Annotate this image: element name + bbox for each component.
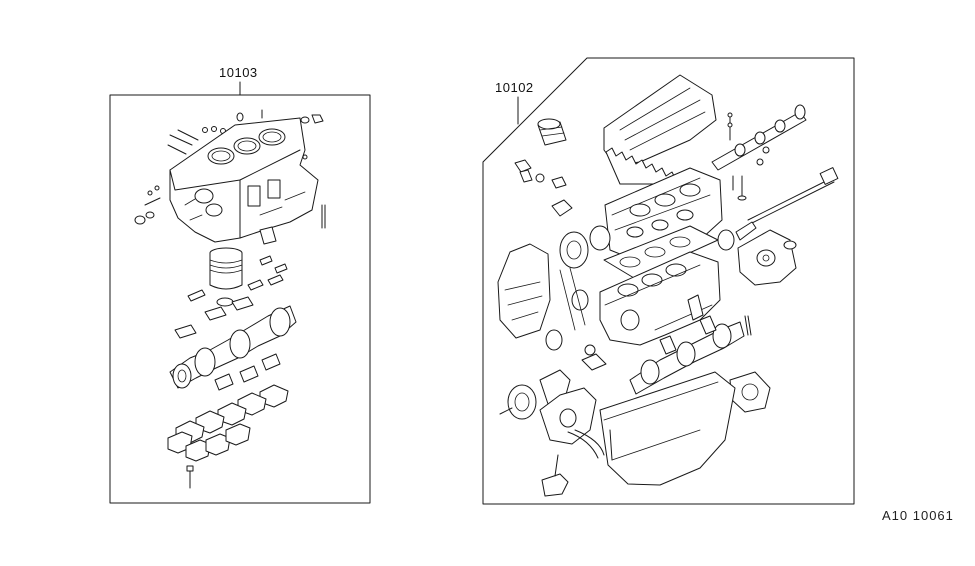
oil-filter bbox=[537, 118, 567, 146]
piston-assembly bbox=[187, 226, 288, 307]
rear-seal-retainer bbox=[729, 315, 771, 413]
main-bearing-caps bbox=[167, 384, 289, 489]
engine-assembly[interactable] bbox=[482, 57, 855, 505]
crankshaft bbox=[169, 296, 297, 391]
rocker-cover bbox=[603, 74, 717, 185]
part-number-10103[interactable]: 10103 bbox=[219, 65, 258, 80]
part-number-10102[interactable]: 10102 bbox=[495, 80, 534, 95]
block-fasteners bbox=[134, 109, 326, 229]
engine-assembly-frame bbox=[482, 57, 855, 505]
head-gasket bbox=[603, 225, 719, 279]
short-block-assembly[interactable] bbox=[109, 81, 371, 504]
oil-pump bbox=[539, 353, 607, 445]
timing-gears bbox=[545, 225, 611, 356]
diagram-reference-code: A10 10061 bbox=[882, 508, 954, 523]
oil-strainer bbox=[541, 429, 605, 497]
engine-block bbox=[599, 251, 721, 346]
sensor-parts bbox=[514, 159, 573, 217]
engine-crankshaft bbox=[629, 315, 745, 395]
water-pump bbox=[737, 229, 797, 286]
cylinder-block bbox=[169, 117, 319, 243]
distributor bbox=[717, 167, 839, 251]
camshaft bbox=[711, 104, 807, 201]
timing-cover bbox=[497, 243, 551, 339]
oil-pan bbox=[599, 371, 736, 486]
